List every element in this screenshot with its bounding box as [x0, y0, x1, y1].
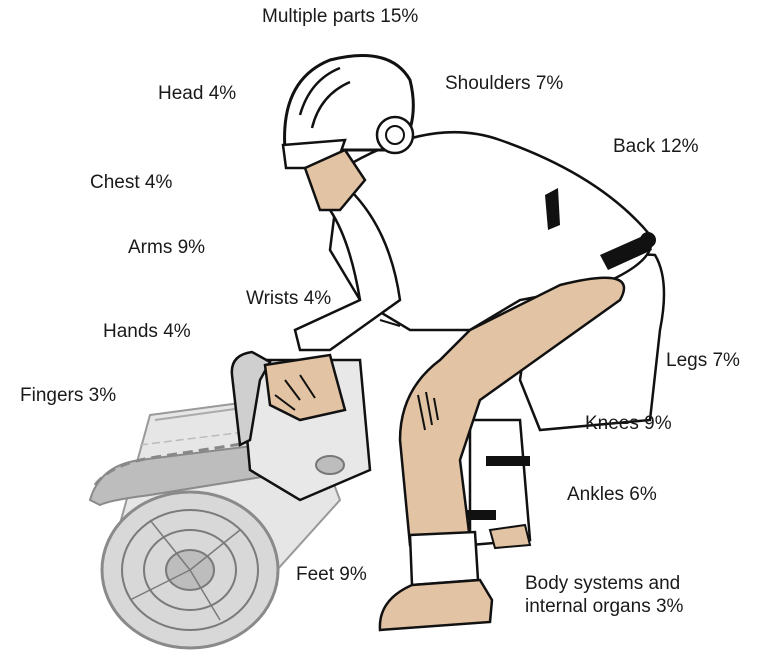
label-shoulders: Shoulders 7% — [445, 72, 563, 95]
label-ankles: Ankles 6% — [567, 483, 657, 506]
label-legs: Legs 7% — [666, 349, 740, 372]
boot-cuff — [410, 532, 478, 585]
label-fingers: Fingers 3% — [20, 384, 116, 407]
label-body-systems: Body systems and internal organs 3% — [525, 572, 725, 618]
label-wrists: Wrists 4% — [246, 287, 331, 310]
label-knees: Knees 9% — [585, 412, 672, 435]
back-foot — [490, 525, 530, 548]
label-multiple-parts: Multiple parts 15% — [262, 5, 418, 28]
foot — [380, 580, 492, 630]
label-chest: Chest 4% — [90, 171, 172, 194]
label-arms: Arms 9% — [128, 236, 205, 259]
label-body-systems-line-1: Body systems and — [525, 572, 725, 595]
label-body-systems-line-2: internal organs 3% — [525, 595, 725, 618]
label-back: Back 12% — [613, 135, 699, 158]
label-head: Head 4% — [158, 82, 236, 105]
label-hands: Hands 4% — [103, 320, 191, 343]
label-feet: Feet 9% — [296, 563, 367, 586]
